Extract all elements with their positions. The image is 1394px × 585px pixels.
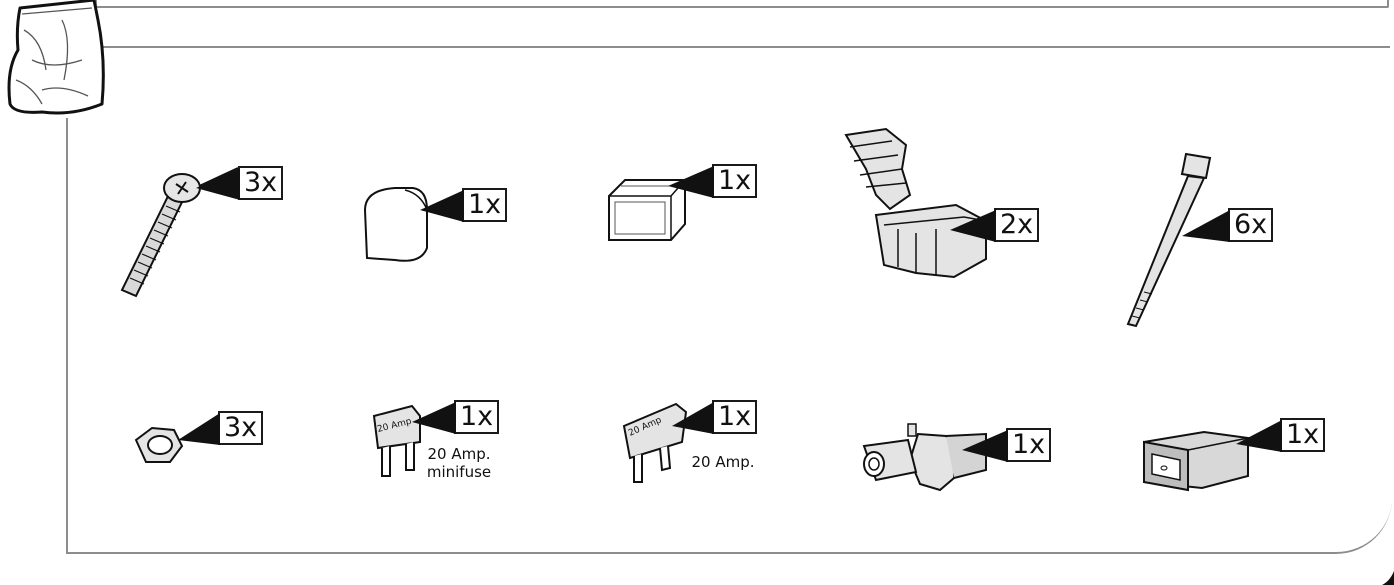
minifuse-caption: 20 Amp. minifuse (418, 445, 500, 481)
nut-part (128, 418, 208, 478)
fuse-icon: 20 Amp (622, 402, 688, 483)
clear-cover-part (605, 168, 725, 258)
connector-housing-icon (1143, 430, 1249, 492)
frame-right-gap (1390, 44, 1394, 504)
pointer-wedges (178, 166, 1282, 462)
connector-clip-part (836, 125, 1006, 285)
cable-tie-icon (1126, 152, 1212, 328)
minifuse-icon: 20 Amp (372, 404, 421, 477)
clear-cover-icon (608, 179, 686, 241)
cable-tie-quantity: 6x (1228, 208, 1274, 242)
pointer-cap (420, 190, 464, 222)
screw-part (100, 150, 300, 300)
minifuse-caption-rating: 20 Amp. (427, 445, 491, 463)
minifuse-caption-type: minifuse (426, 463, 492, 481)
parts-bag-icon (7, 0, 105, 115)
pointer-screw (196, 168, 240, 200)
minifuse-part: 20 Amp (368, 398, 458, 488)
cap-part (355, 180, 475, 280)
pointer-clear-cover (668, 166, 714, 198)
pointer-fuse-holder (962, 430, 1008, 462)
pointer-cable-tie (1182, 210, 1230, 242)
connector-clip-icon (844, 127, 987, 279)
minifuse-quantity: 1x (454, 400, 500, 434)
cable-tie-part (1110, 148, 1230, 338)
pointer-fuse (672, 402, 714, 434)
pointer-connector-housing (1236, 420, 1282, 452)
connector-housing-part (1140, 420, 1290, 500)
connector-housing-quantity: 1x (1280, 418, 1326, 452)
clear-cover-quantity: 1x (712, 164, 758, 198)
pointer-nut (178, 413, 220, 445)
parts-frame (66, 46, 1392, 554)
pointer-minifuse (412, 402, 456, 434)
cap-icon (363, 187, 428, 262)
pointer-connector-clip (950, 210, 996, 242)
fuse-holder-quantity: 1x (1006, 428, 1052, 462)
nut-icon (134, 426, 184, 463)
cap-quantity: 1x (462, 188, 508, 222)
fuse-quantity: 1x (712, 400, 758, 434)
fuse-part: 20 Amp (616, 398, 706, 488)
nut-quantity: 3x (218, 411, 264, 445)
screw-icon (120, 167, 239, 298)
fuse-caption: 20 Amp. (691, 453, 755, 471)
corner-mark (1382, 571, 1394, 585)
